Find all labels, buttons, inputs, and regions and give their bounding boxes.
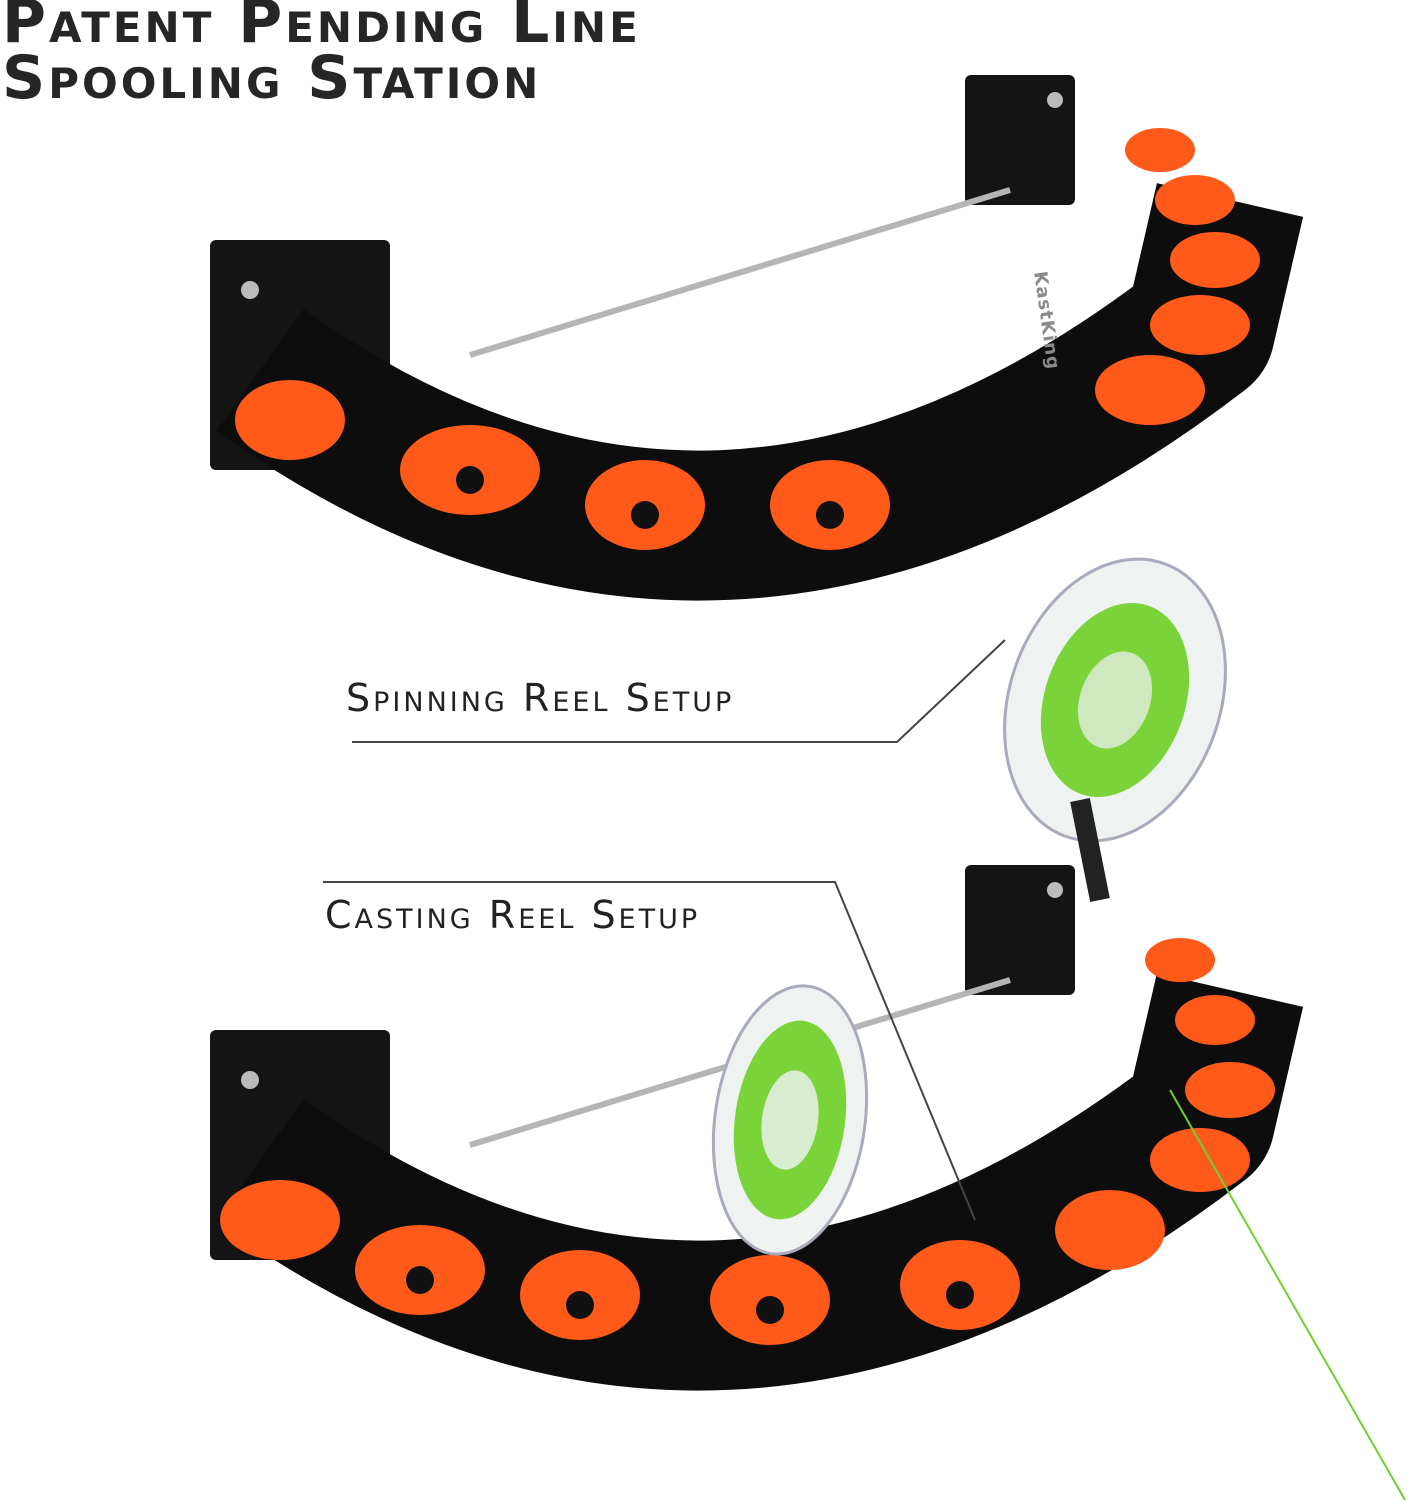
lower-holder	[210, 865, 1275, 1345]
spinning-reel-label: Spinning Reel Setup	[346, 676, 735, 720]
fishing-line	[1169, 1089, 1406, 1500]
spinning-spool	[1003, 557, 1227, 902]
casting-reel-label: Casting Reel Setup	[325, 893, 701, 937]
title-line-1: Patent Pending Line	[2, 0, 641, 57]
title-line-2: Spooling Station	[2, 43, 542, 113]
casting-spool	[711, 984, 869, 1256]
casting-callout-line	[323, 881, 976, 1221]
page-title: Patent Pending Line Spooling Station	[2, 0, 641, 108]
spinning-callout-line	[352, 639, 1006, 743]
upper-holder	[210, 75, 1260, 550]
